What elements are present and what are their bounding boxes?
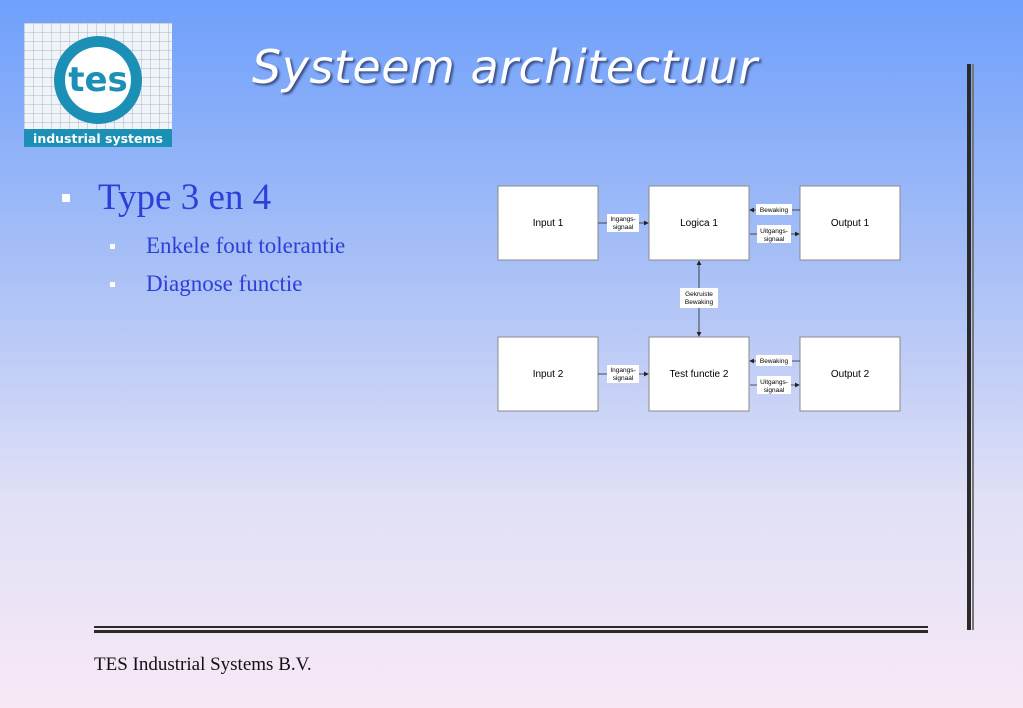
- bullet-list: Type 3 en 4 Enkele fout tolerantie Diagn…: [62, 176, 345, 297]
- slide-title: Systeem architectuur: [252, 40, 758, 94]
- block-label: Output 1: [831, 218, 870, 229]
- sub-bullet-item: Diagnose functie: [110, 271, 345, 297]
- block-label: Input 1: [533, 218, 564, 229]
- label-ingangssignaal: Ingangs-: [610, 367, 635, 374]
- sub-bullet-text: Enkele fout tolerantie: [146, 233, 346, 258]
- footer-company: TES Industrial Systems B.V.: [94, 654, 312, 675]
- bullet-item-main: Type 3 en 4: [62, 176, 345, 219]
- label-gekruiste-bewaking: Gekruiste: [685, 291, 713, 298]
- block-input-2: Input 2: [497, 336, 599, 412]
- label-uitgangssignaal: Uitgangs-: [760, 379, 788, 386]
- tes-logo: tes industrial systems: [24, 23, 172, 147]
- label-ingangssignaal: signaal: [613, 224, 634, 231]
- block-label: Output 2: [831, 369, 870, 380]
- block-label: Logica 1: [680, 218, 718, 229]
- block-label: Input 2: [533, 369, 564, 380]
- horizontal-rule-thick: [94, 630, 928, 633]
- label-uitgangssignaal: signaal: [764, 387, 785, 394]
- architecture-diagram: Input 1 Logica 1 Output 1 Input 2 Test f…: [490, 180, 910, 425]
- block-output-1: Output 1: [799, 185, 901, 261]
- sub-bullet-square-icon: [110, 281, 115, 287]
- bullet-square-icon: [62, 193, 70, 202]
- label-uitgangssignaal: signaal: [764, 236, 785, 243]
- label-gekruiste-bewaking: Bewaking: [685, 299, 714, 306]
- block-label: Test functie 2: [670, 369, 729, 380]
- label-uitgangssignaal: Uitgangs-: [760, 228, 788, 235]
- vertical-rule-shadow: [972, 64, 974, 630]
- label-bewaking: Bewaking: [760, 358, 789, 365]
- sub-bullet-text: Diagnose functie: [146, 271, 303, 296]
- logo-subtitle: industrial systems: [33, 131, 163, 146]
- vertical-rule: [967, 64, 971, 630]
- label-bewaking: Bewaking: [760, 207, 789, 214]
- label-ingangssignaal: Ingangs-: [610, 216, 635, 223]
- block-logica-1: Logica 1: [648, 185, 750, 261]
- logo-text: tes: [68, 60, 128, 100]
- label-ingangssignaal: signaal: [613, 375, 634, 382]
- sub-bullet-item: Enkele fout tolerantie: [110, 233, 345, 259]
- block-input-1: Input 1: [497, 185, 599, 261]
- block-output-2: Output 2: [799, 336, 901, 412]
- horizontal-rule: [94, 626, 928, 628]
- bullet-text-main: Type 3 en 4: [98, 177, 272, 218]
- sub-bullet-square-icon: [110, 243, 115, 249]
- block-test-functie-2: Test functie 2: [648, 336, 750, 412]
